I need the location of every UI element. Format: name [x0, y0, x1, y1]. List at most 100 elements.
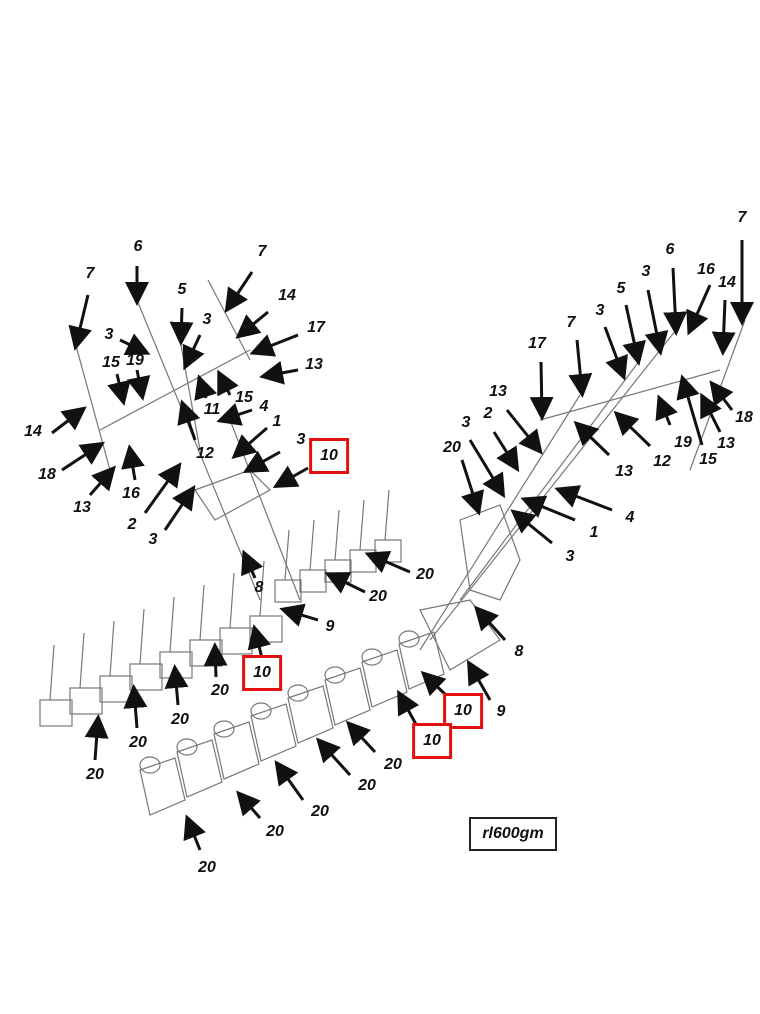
- callout-label: 4: [625, 509, 635, 526]
- callout-arrow: [182, 334, 205, 371]
- cylinder-head-part: [176, 739, 223, 798]
- callout-arrow: [163, 485, 196, 531]
- valve-spring-part: [324, 666, 346, 684]
- callout-arrow: [217, 369, 239, 397]
- pushrod-part: [384, 489, 390, 541]
- valve-spring-part: [287, 684, 309, 702]
- callout-label: 2: [483, 405, 493, 422]
- callout-arrow: [68, 294, 92, 351]
- callout-arrow: [644, 289, 669, 356]
- valve-spring-part: [250, 702, 272, 720]
- callout-arrow: [107, 373, 131, 406]
- callout-label: 16: [122, 485, 140, 502]
- callout-arrow: [169, 307, 194, 346]
- callout-label: 13: [489, 383, 507, 400]
- shaft-part: [99, 349, 251, 431]
- cylinder-head-part: [219, 627, 253, 655]
- highlighted-callout: 10: [309, 438, 349, 474]
- cylinder-head-part: [459, 504, 521, 601]
- callout-arrow: [529, 361, 554, 421]
- callout-label: 17: [528, 335, 546, 352]
- callout-label: 20: [129, 734, 147, 751]
- callout-arrow: [177, 399, 201, 441]
- callout-arrow: [247, 624, 272, 659]
- callout-label: 3: [148, 531, 158, 548]
- callout-label: 13: [717, 435, 735, 452]
- callout-arrow: [663, 267, 688, 336]
- cylinder-head-part: [99, 675, 133, 703]
- callout-label: 15: [102, 354, 120, 371]
- callout-arrow: [397, 689, 420, 729]
- shaft-part: [419, 394, 581, 651]
- cylinder-head-part: [189, 639, 223, 667]
- callout-arrow: [126, 369, 151, 401]
- cylinder-head-part: [139, 757, 186, 816]
- callout-label: 14: [278, 287, 296, 304]
- callout-label: 12: [653, 453, 671, 470]
- callout-label: 9: [325, 618, 335, 635]
- callout-arrow: [121, 444, 145, 481]
- callout-label: 12: [196, 445, 214, 462]
- callout-label: 18: [735, 409, 753, 426]
- pushrod-part: [49, 644, 55, 701]
- shaft-part: [229, 419, 301, 601]
- valve-spring-part: [213, 720, 235, 738]
- callout-arrow: [216, 402, 253, 426]
- cylinder-head-part: [274, 579, 302, 603]
- callout-arrow: [231, 426, 268, 459]
- pushrod-part: [309, 519, 315, 571]
- callout-arrow: [345, 720, 377, 754]
- callout-label: 13: [305, 356, 323, 373]
- cylinder-head-part: [250, 703, 297, 762]
- callout-label: 20: [198, 859, 216, 876]
- callout-arrow: [143, 462, 182, 514]
- callout-label: 1: [272, 413, 282, 430]
- callout-arrow: [700, 392, 722, 433]
- callout-arrow: [655, 394, 678, 426]
- shaft-part: [459, 359, 641, 601]
- cylinder-head-part: [213, 721, 260, 780]
- callout-arrow: [242, 450, 281, 473]
- callout-label: 20: [311, 803, 329, 820]
- callout-label: 5: [177, 281, 187, 298]
- callout-label: 1: [589, 524, 599, 541]
- callout-arrow: [88, 465, 116, 496]
- callout-arrow: [460, 459, 484, 516]
- shaft-part: [429, 329, 677, 641]
- callout-label: 3: [296, 431, 306, 448]
- callout-label: 3: [202, 311, 212, 328]
- callout-label: 5: [616, 280, 626, 297]
- highlighted-callout: 10: [412, 723, 452, 759]
- callout-arrow: [520, 495, 576, 522]
- callout-label: 3: [595, 302, 605, 319]
- callout-label: 18: [38, 466, 56, 483]
- callout-arrow: [164, 664, 189, 706]
- pushrod-part: [284, 529, 290, 581]
- cylinder-head-part: [39, 699, 73, 727]
- callout-arrow: [554, 485, 613, 512]
- callout-label: 4: [259, 398, 269, 415]
- callout-arrow: [709, 380, 734, 411]
- callout-arrow: [505, 409, 543, 455]
- highlighted-callout: 10: [242, 655, 282, 691]
- callout-label: 2: [127, 516, 137, 533]
- rocker-pedestal-part: [194, 469, 271, 521]
- callout-label: 6: [665, 241, 675, 258]
- callout-arrow: [603, 326, 628, 381]
- callout-arrow: [183, 814, 206, 851]
- valve-spring-part: [139, 756, 161, 774]
- callout-arrow: [272, 465, 309, 488]
- callout-arrow: [119, 333, 151, 356]
- callout-arrow: [468, 439, 506, 499]
- pushrod-part: [199, 584, 205, 641]
- callout-arrow: [364, 550, 411, 574]
- callout-label: 20: [369, 588, 387, 605]
- callout-arrow: [473, 605, 507, 642]
- cylinder-head-part: [398, 631, 445, 690]
- callout-arrow: [84, 714, 109, 761]
- cylinder-head-part: [349, 549, 377, 573]
- callout-arrow: [492, 431, 520, 473]
- model-code-box: rl600gm: [469, 817, 557, 851]
- callout-label: 7: [257, 243, 267, 260]
